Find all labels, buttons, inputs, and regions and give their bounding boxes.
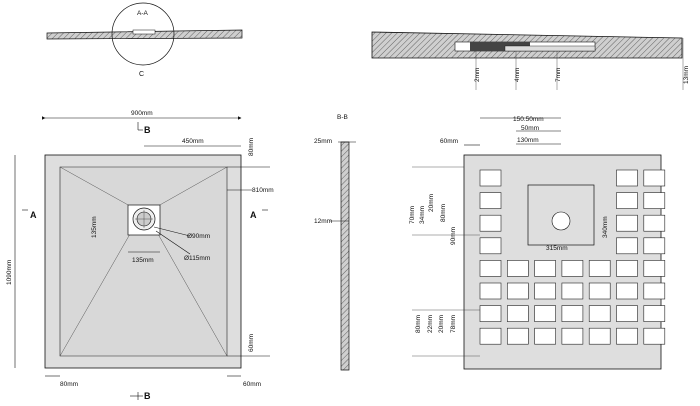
grid-cell xyxy=(479,237,502,255)
grid-cell xyxy=(561,282,584,300)
grid-cell xyxy=(643,260,666,277)
underside-view: 315mm 340mm 60mm 150.50mm 50mm 130mm 70m… xyxy=(409,116,666,370)
detail-circle xyxy=(111,2,175,66)
grid-cell xyxy=(561,260,584,277)
grid-cell xyxy=(479,260,502,277)
ud-bottom-b: 22mm xyxy=(427,315,434,333)
drain-dia-large: Ø115mm xyxy=(184,255,210,262)
ud-top-left: 60mm xyxy=(440,138,458,145)
drain-flange xyxy=(504,45,596,52)
ud-top-a: 150.50mm xyxy=(513,116,544,123)
grid-cell xyxy=(616,327,638,345)
section-bb-label: B-B xyxy=(337,114,348,121)
ud-bottom-a: 80mm xyxy=(415,315,422,333)
marker-b-top: B xyxy=(144,125,151,135)
grid-cell xyxy=(616,237,638,255)
center-width-dim: 315mm xyxy=(546,245,568,252)
ud-bottom-c: 20mm xyxy=(438,315,445,333)
section-bb-view: B-B 25mm 12mm xyxy=(314,114,356,371)
ud-top-b: 50mm xyxy=(521,125,539,132)
plan-height-dim: 1090mm xyxy=(6,260,13,285)
grid-cell xyxy=(479,169,502,187)
marker-a-right: A xyxy=(250,210,257,220)
plan-width-dim: 900mm xyxy=(131,110,153,117)
grid-cell xyxy=(616,305,638,322)
ud-left-a: 70mm xyxy=(409,206,416,224)
grid-cell xyxy=(479,214,502,232)
drain-width-dim: 135mm xyxy=(132,257,154,264)
grid-cell xyxy=(506,260,529,277)
grid-cell xyxy=(616,169,638,187)
grid-cell xyxy=(506,327,529,345)
plan-offset-dim: 450mm xyxy=(182,138,204,145)
ud-left-d: 80mm xyxy=(440,204,447,222)
grid-cell xyxy=(588,282,611,300)
profile-dim-2: 4mm xyxy=(514,68,521,82)
plan-right-dim: 810mm xyxy=(252,187,274,194)
grid-cell xyxy=(479,305,502,322)
grid-cell xyxy=(506,282,529,300)
drain-dia-small: Ø90mm xyxy=(187,233,210,240)
marker-a-left: A xyxy=(30,210,37,220)
grid-cell xyxy=(616,260,638,277)
plan-bottom-right-width: 60mm xyxy=(243,381,261,388)
ud-top-c: 130mm xyxy=(517,137,539,144)
grid-cell xyxy=(588,260,611,277)
marker-b-bottom: B xyxy=(144,391,151,401)
plan-top-dim: 80mm xyxy=(248,138,255,156)
detail-c-view: 2mm 4mm 7mm 13mm xyxy=(371,31,690,90)
grid-cell xyxy=(643,169,666,187)
grid-cell xyxy=(506,305,529,322)
grid-cell xyxy=(643,327,666,345)
ud-left-c: 20mm xyxy=(428,194,435,212)
grid-cell xyxy=(479,282,502,300)
grid-cell xyxy=(588,305,611,322)
grid-cell xyxy=(534,282,556,300)
ud-left-b: 34mm xyxy=(419,206,426,224)
grid-cell xyxy=(643,192,666,209)
plan-bottom-right-dim: 60mm xyxy=(248,334,255,352)
grid-cell xyxy=(643,282,666,300)
drain-insert xyxy=(470,42,530,51)
ud-bottom-d: 78mm xyxy=(450,315,457,333)
plan-bottom-left-width: 80mm xyxy=(60,381,78,388)
grid-cell xyxy=(561,305,584,322)
grid-cell xyxy=(534,260,556,277)
grid-cell xyxy=(616,214,638,232)
plan-view: 900mm 1090mm 450mm 80mm 810mm 135mm 135m… xyxy=(6,110,274,401)
section-aa-view: A-A C xyxy=(46,2,243,78)
profile-dim-4: 13mm xyxy=(683,66,690,84)
grid-cell xyxy=(479,192,502,209)
grid-cell xyxy=(643,214,666,232)
drain-height-dim: 135mm xyxy=(91,216,98,238)
detail-c-label: C xyxy=(139,71,144,78)
section-aa-profile xyxy=(46,29,243,40)
section-bb-profile xyxy=(340,141,350,371)
grid-cell xyxy=(616,192,638,209)
section-bb-dim-mid: 12mm xyxy=(314,218,332,225)
underside-grid xyxy=(479,169,666,345)
section-bb-dim-top: 25mm xyxy=(314,138,332,145)
grid-cell xyxy=(534,327,556,345)
section-aa-label: A-A xyxy=(137,10,149,17)
center-drain-circle xyxy=(551,211,571,231)
drain-cut xyxy=(132,29,156,35)
grid-cell xyxy=(561,327,584,345)
grid-cell xyxy=(643,237,666,255)
center-height-dim: 340mm xyxy=(602,216,609,238)
grid-cell xyxy=(534,305,556,322)
grid-cell xyxy=(616,282,638,300)
profile-dim-3: 7mm xyxy=(555,68,562,82)
grid-cell xyxy=(588,327,611,345)
profile-dim-1: 2mm xyxy=(474,68,481,82)
grid-cell xyxy=(479,327,502,345)
grid-cell xyxy=(643,305,666,322)
ud-left-e: 90mm xyxy=(450,227,457,245)
